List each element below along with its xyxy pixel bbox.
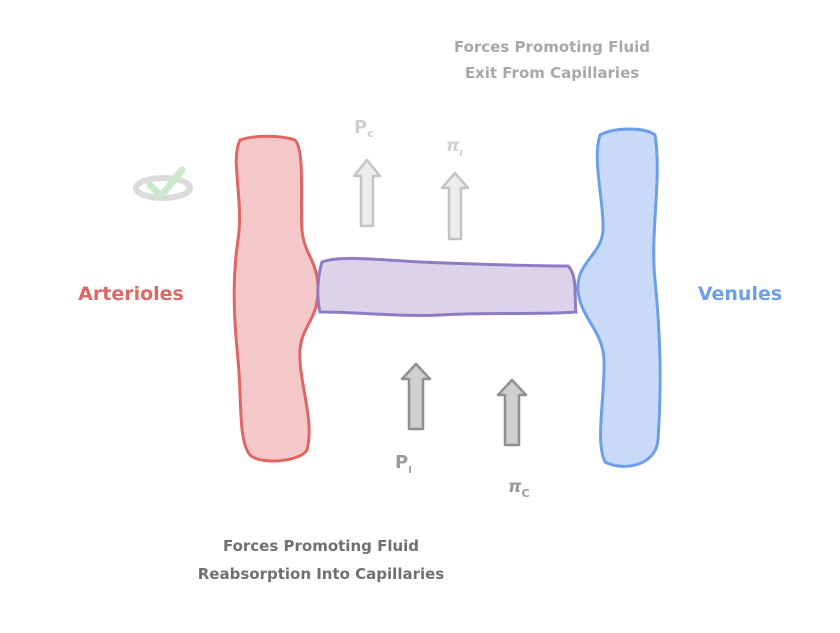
top-caption-line1: Forces Promoting Fluid (454, 38, 650, 56)
exit-arrow-pi (440, 171, 470, 241)
venules-label: Venules (698, 283, 782, 305)
bottom-caption-line2: Reabsorption Into Capillaries (198, 565, 445, 583)
label-pi-interstitial: πI (446, 136, 463, 159)
label-pc-subscript: c (367, 127, 374, 140)
bottom-caption-line1: Forces Promoting Fluid (223, 537, 419, 555)
capillary (316, 256, 578, 317)
exit-arrow-pc (352, 158, 382, 228)
reabsorption-arrow-pic (496, 378, 528, 447)
top-caption-line2: Exit From Capillaries (465, 64, 639, 82)
label-pi-subscript: I (459, 149, 463, 159)
label-pic: πC (508, 477, 530, 500)
label-pc-symbol: P (354, 117, 367, 138)
label-pi-pressure: PI (395, 452, 412, 476)
label-pi-symbol: π (446, 136, 460, 156)
arterioles-label: Arterioles (78, 283, 184, 305)
venule-vessel (576, 127, 662, 468)
reabsorption-arrow-pi (400, 362, 432, 431)
label-pic-symbol: π (508, 477, 522, 497)
arteriole-vessel (232, 134, 320, 463)
label-pi-pressure-subscript: I (408, 465, 412, 476)
label-pic-subscript: C (521, 487, 529, 500)
label-pc: Pc (354, 117, 374, 140)
label-pi-pressure-symbol: P (395, 452, 408, 473)
check-icon (133, 166, 193, 201)
